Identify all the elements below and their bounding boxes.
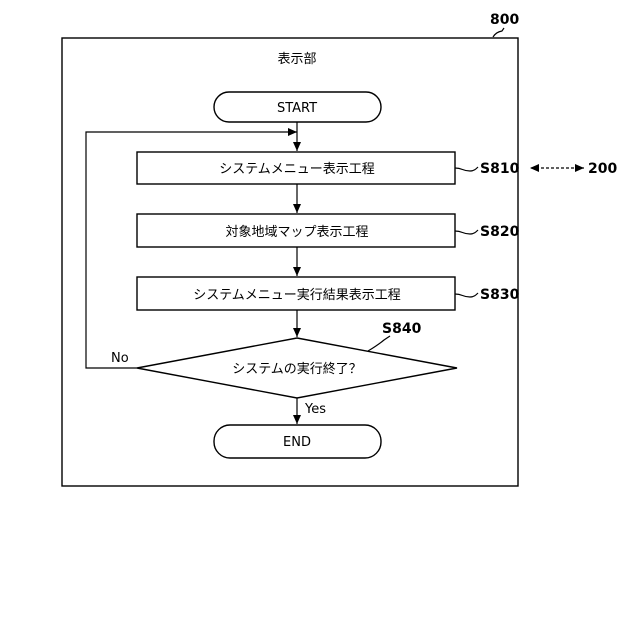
step-s830-label: システムメニュー実行結果表示工程 [193,287,401,303]
figure-number: 800 [490,12,519,28]
decision-label: システムの実行終了？ [232,361,362,377]
s830-ref: S830 [480,287,520,303]
end-label: END [283,435,311,450]
s840-ref: S840 [382,321,422,337]
step-s810-label: システムメニュー表示工程 [219,162,375,177]
s810-ref: S810 [480,161,520,177]
frame-ref-leader [493,28,504,37]
external-ref: 200 [588,161,617,177]
step-s820-label: 対象地域マップ表示工程 [225,225,368,240]
s820-ref: S820 [480,224,520,240]
unit-title: 表示部 [277,52,316,67]
no-branch-label: No [111,351,129,366]
start-label: START [277,101,317,116]
yes-branch-label: Yes [304,402,326,417]
